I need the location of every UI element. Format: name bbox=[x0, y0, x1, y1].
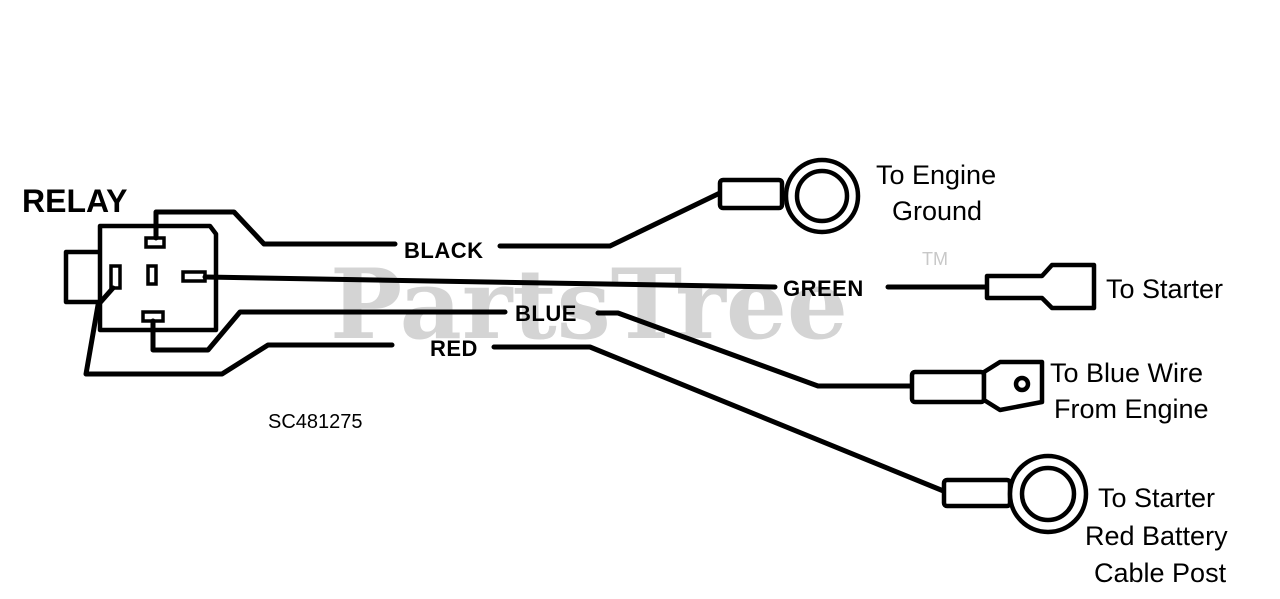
label-starter: To Starter bbox=[1106, 274, 1223, 304]
relay-housing bbox=[97, 223, 219, 333]
ring-terminal-battery bbox=[941, 453, 1089, 535]
part-code: SC481275 bbox=[268, 411, 363, 433]
wire-blue: BLUE bbox=[150, 301, 917, 389]
watermark-trademark: TM bbox=[922, 249, 948, 269]
wire-label-red: RED bbox=[430, 336, 478, 361]
wire-red: RED bbox=[83, 285, 949, 495]
wire-label-black: BLACK bbox=[404, 238, 484, 263]
wire-label-green: GREEN bbox=[783, 276, 864, 301]
relay-terminal-green bbox=[181, 270, 207, 283]
watermark: PartsTree bbox=[330, 248, 848, 361]
wire-green: GREEN bbox=[202, 274, 990, 301]
relay-terminal-center bbox=[146, 264, 158, 286]
relay-title: RELAY bbox=[22, 183, 128, 219]
label-engine-ground-line1: To Engine bbox=[876, 160, 996, 190]
wire-label-blue: BLUE bbox=[515, 301, 577, 326]
wire-black: BLACK bbox=[153, 189, 725, 263]
label-battery-line1: To Starter bbox=[1098, 483, 1215, 513]
label-engine-ground-line2: Ground bbox=[892, 196, 982, 226]
label-battery-line2: Red Battery bbox=[1085, 521, 1228, 551]
tab-terminal-blue-wire bbox=[909, 359, 1045, 413]
label-blue-wire-line1: To Blue Wire bbox=[1050, 358, 1203, 388]
relay-terminal-red bbox=[109, 264, 122, 290]
label-blue-wire-line2: From Engine bbox=[1054, 394, 1209, 424]
spade-terminal-starter bbox=[984, 262, 1097, 311]
label-battery-line3: Cable Post bbox=[1094, 558, 1227, 588]
ring-terminal-engine-ground bbox=[717, 157, 861, 235]
relay-body bbox=[63, 223, 219, 333]
